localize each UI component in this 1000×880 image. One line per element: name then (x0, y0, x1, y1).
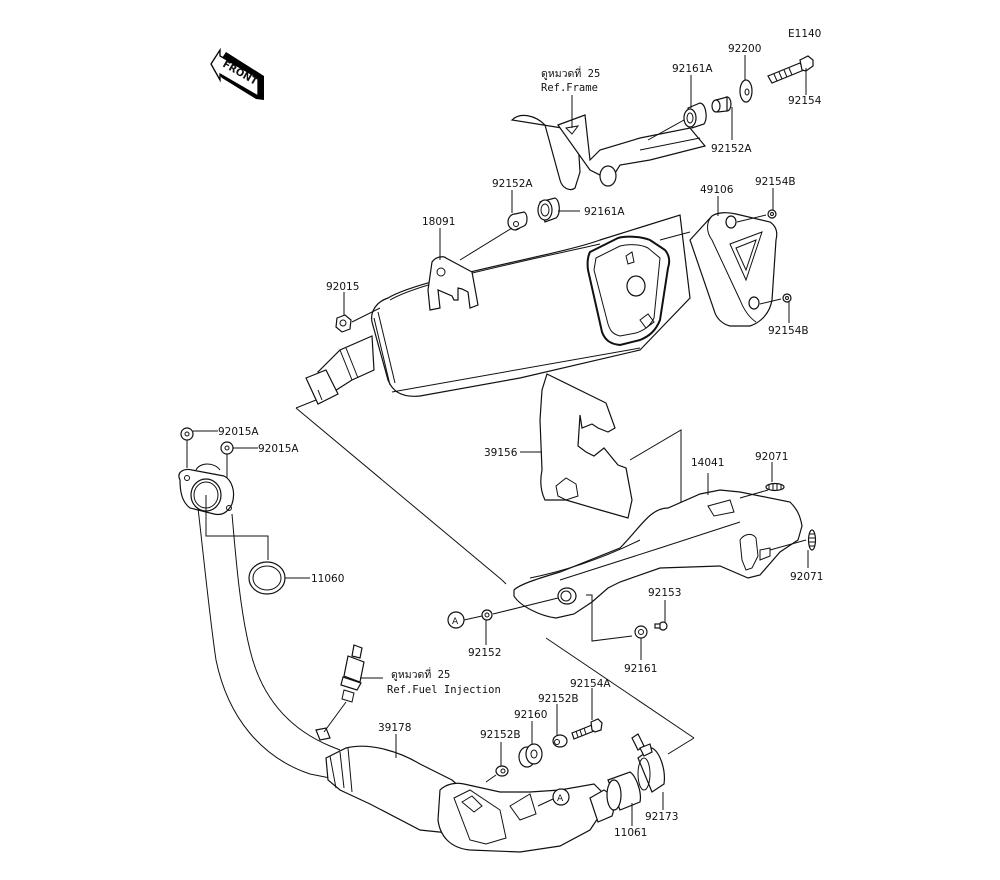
washer-92200 (739, 79, 753, 103)
damper-92071-top (765, 482, 785, 492)
part-label-92152B-lower[interactable]: 92152B (480, 729, 521, 741)
part-label-92071-bottom[interactable]: 92071 (790, 571, 823, 583)
ref-fuel-injection-label: Ref.Fuel Injection (387, 684, 501, 696)
part-label-92152[interactable]: 92152 (468, 647, 501, 659)
collar-92161A-top (683, 102, 707, 129)
part-label-92154[interactable]: 92154 (788, 95, 822, 107)
part-label-92200[interactable]: 92200 (728, 43, 761, 55)
bolt-92154 (767, 55, 814, 84)
callout-a-upper[interactable]: A (447, 611, 465, 629)
nut-92015A-2 (220, 441, 234, 455)
screw-92153 (654, 621, 668, 631)
sleeve-11061 (606, 771, 641, 811)
grommet-92160 (518, 743, 543, 768)
part-label-92173[interactable]: 92173 (645, 811, 678, 823)
insulator-39156 (539, 373, 633, 519)
bushing-92152A-mid (507, 211, 528, 231)
guard-14041 (513, 489, 803, 619)
part-label-92154B-top[interactable]: 92154B (755, 176, 796, 188)
clamp-92173 (631, 733, 665, 793)
bushing-92152A-top (711, 96, 732, 113)
part-label-92015A-2[interactable]: 92015A (258, 443, 299, 455)
front-arrow-icon: FRONT (210, 47, 264, 100)
screw-92154B-top (736, 209, 777, 223)
part-label-92154B-bottom[interactable]: 92154B (768, 325, 809, 337)
bushing-92152B-upper (552, 734, 568, 748)
part-label-39156[interactable]: 39156 (484, 447, 518, 459)
muffler-body (305, 214, 691, 405)
part-label-92160[interactable]: 92160 (514, 709, 547, 721)
exhaust-header-pipe (178, 463, 615, 853)
part-label-92152A-mid[interactable]: 92152A (492, 178, 533, 190)
washer-92152 (481, 609, 493, 621)
part-label-49106[interactable]: 49106 (700, 184, 734, 196)
part-label-92152B-upper[interactable]: 92152B (538, 693, 579, 705)
collar-92161A-mid (537, 197, 560, 223)
callout-a-lower[interactable]: A (552, 788, 570, 806)
bracket-18091 (427, 256, 479, 311)
part-label-14041[interactable]: 14041 (691, 457, 724, 469)
ref-frame-thai: ดูหมวดที่ 25 (541, 66, 600, 80)
gasket-11060 (248, 561, 286, 595)
part-label-39178[interactable]: 39178 (378, 722, 411, 734)
ref-fuel-injection-thai: ดูหมวดที่ 25 (391, 667, 450, 681)
damper-92071-bottom (807, 529, 817, 551)
part-label-92161[interactable]: 92161 (624, 663, 657, 675)
part-label-11060[interactable]: 11060 (311, 573, 344, 585)
screw-92154B-bottom (759, 293, 792, 305)
diagram-code: E1140 (788, 28, 821, 40)
bushing-92152B-lower (495, 765, 509, 777)
cover-49106 (689, 212, 778, 327)
frame-bracket (510, 114, 707, 191)
nut-92015A-1 (180, 427, 194, 441)
part-label-92015[interactable]: 92015 (326, 281, 359, 293)
part-label-92161A-mid[interactable]: 92161A (584, 206, 625, 218)
collar-92161 (634, 625, 648, 639)
bolt-92154A (571, 718, 603, 740)
part-label-18091[interactable]: 18091 (422, 216, 455, 228)
ref-frame-label: Ref.Frame (541, 82, 598, 94)
part-label-92152A-top[interactable]: 92152A (711, 143, 752, 155)
part-label-92154A[interactable]: 92154A (570, 678, 611, 690)
part-label-92153[interactable]: 92153 (648, 587, 681, 599)
part-label-92161A-top[interactable]: 92161A (672, 63, 713, 75)
part-label-92071-top[interactable]: 92071 (755, 451, 788, 463)
nut-92015 (335, 314, 352, 333)
oxygen-sensor (323, 644, 365, 733)
part-label-92015A-1[interactable]: 92015A (218, 426, 259, 438)
callout-a-lower-label: A (557, 794, 564, 804)
part-label-11061[interactable]: 11061 (614, 827, 647, 839)
callout-a-upper-label: A (452, 617, 459, 627)
